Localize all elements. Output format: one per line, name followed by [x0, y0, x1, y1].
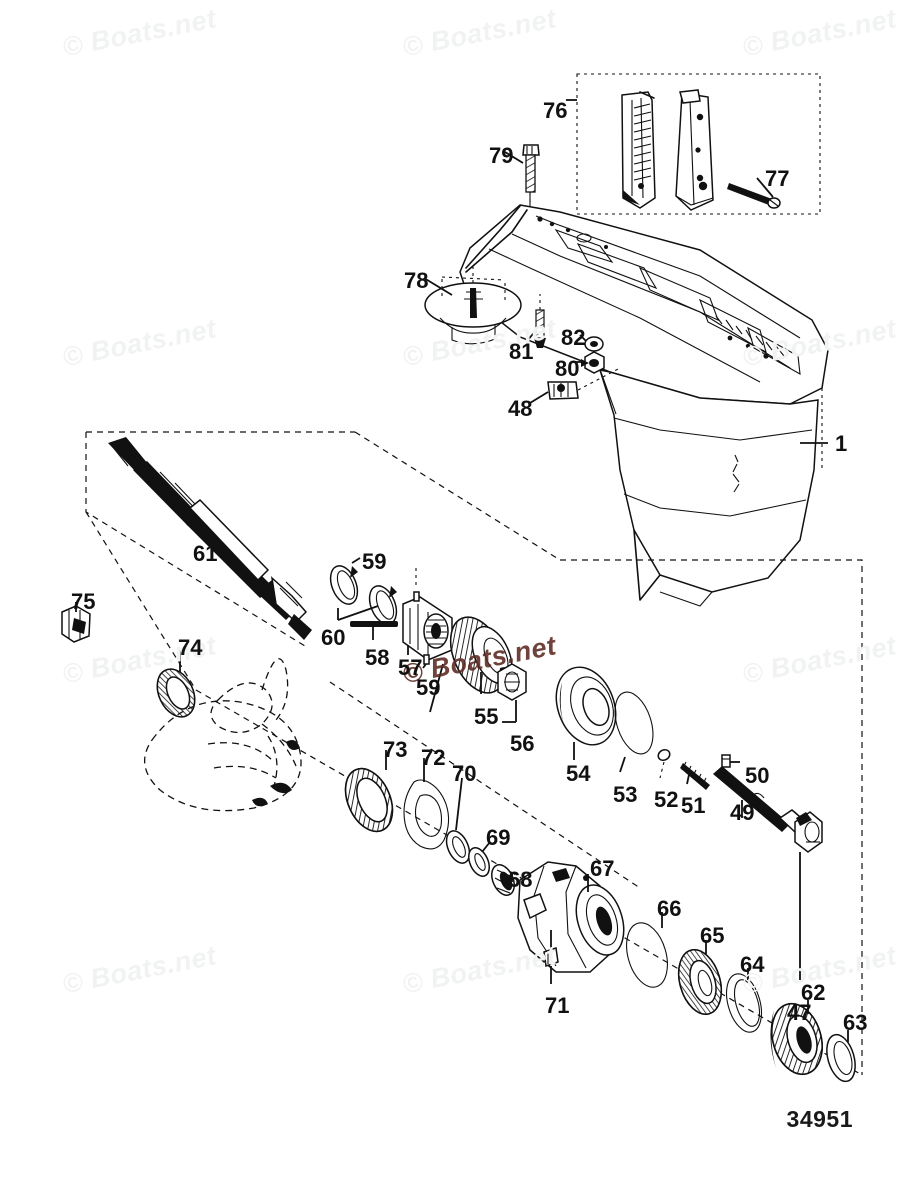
callout-50-shift-shaft-bushing[interactable]: 50 — [745, 763, 770, 788]
part-59-lower-pin — [413, 591, 430, 665]
callout-73-retaining-nut-ring[interactable]: 73 — [383, 737, 408, 762]
callout-65-ball-bearing[interactable]: 65 — [700, 923, 725, 948]
callout-56-retaining-nut[interactable]: 56 — [510, 731, 535, 756]
group-box-prop-shaft — [85, 511, 863, 1076]
callout-49-shift-shaft[interactable]: 49 — [730, 800, 755, 825]
part-62-reverse-gear — [770, 1002, 823, 1076]
part-55-pinion-gear — [449, 616, 513, 694]
part-50-bushing — [721, 754, 731, 768]
callout-63-thrust-washer-rear[interactable]: 63 — [843, 1010, 868, 1035]
leader-82 — [579, 334, 587, 342]
callout-77-bolt-long[interactable]: 77 — [765, 166, 790, 191]
callout-76-trim-tab-kit[interactable]: 76 — [543, 98, 568, 123]
callout-69-oil-seal[interactable]: 69 — [486, 825, 511, 850]
part-63-thrust-washer — [826, 1033, 856, 1083]
part-64-shim — [725, 973, 763, 1033]
callout-60-shim-set[interactable]: 60 — [321, 625, 346, 650]
part-1-gear-housing — [459, 204, 829, 607]
leader-69 — [481, 841, 491, 853]
part-68-needle-bearing — [491, 864, 515, 896]
callout-62-reverse-gear[interactable]: 62 — [801, 980, 826, 1005]
callout-59-thrust-washer-lower[interactable]: 59 — [416, 675, 441, 700]
leader-59u — [351, 557, 361, 564]
callout-79-bolt-upper[interactable]: 79 — [489, 143, 514, 168]
leader-51 — [686, 769, 691, 785]
leader-78 — [423, 277, 453, 296]
callout-52-ball[interactable]: 52 — [654, 787, 679, 812]
group-box-trim-tab-kit — [576, 73, 821, 215]
callout-1-gear-housing[interactable]: 1 — [835, 431, 848, 456]
part-61-drive-shaft — [108, 437, 312, 640]
part-67-bearing-carrier — [517, 861, 625, 973]
callout-74-thrust-hub[interactable]: 74 — [178, 635, 203, 660]
callout-51-spring[interactable]: 51 — [681, 793, 706, 818]
assembly-line-48 — [577, 367, 621, 391]
part-58-pin — [350, 621, 398, 627]
callout-66-o-ring-carrier[interactable]: 66 — [657, 896, 682, 921]
leader-48 — [529, 391, 549, 404]
reference-propeller — [144, 658, 302, 812]
part-47-anode — [794, 811, 823, 853]
part-66-o-ring — [626, 922, 668, 988]
part-59-upper-washer — [329, 565, 359, 605]
leader-70 — [455, 777, 463, 831]
callout-80-nut[interactable]: 80 — [555, 356, 580, 381]
leader-79 — [504, 151, 524, 164]
part-69-seal — [468, 847, 490, 877]
part-82-washer — [584, 336, 604, 352]
callout-54-bearing-assembly[interactable]: 54 — [566, 761, 591, 786]
part-52-ball — [657, 748, 671, 779]
part-70-seal — [445, 830, 471, 864]
callout-57-bearing-carrier-front[interactable]: 57 — [398, 655, 423, 680]
callout-53-o-ring-large[interactable]: 53 — [613, 782, 638, 807]
part-74-thrust-hub — [156, 668, 196, 718]
diagram-id-number: 34951 — [786, 1106, 853, 1132]
part-72-tab-washer — [403, 779, 450, 850]
part-48-screw — [547, 381, 579, 400]
part-73-retaining-ring — [344, 767, 394, 833]
callout-55-pinion-gear[interactable]: 55 — [474, 704, 499, 729]
callout-67-bearing-carrier[interactable]: 67 — [590, 856, 615, 881]
part-80-nut — [584, 351, 605, 374]
callout-75-propeller-nut[interactable]: 75 — [71, 589, 96, 614]
leader-56a — [429, 663, 444, 713]
leader-77 — [756, 177, 774, 198]
part-53-o-ring — [614, 691, 654, 755]
leader-59l — [422, 663, 427, 669]
callout-59-thrust-washer-upper[interactable]: 59 — [362, 549, 387, 574]
callout-48-screw-lower[interactable]: 48 — [508, 396, 533, 421]
callout-78-water-pump-impeller-plate[interactable]: 78 — [404, 268, 429, 293]
callout-72-tab-washer[interactable]: 72 — [421, 745, 446, 770]
leader-53 — [619, 756, 626, 773]
part-51-spring — [680, 761, 710, 790]
part-54-bearing — [555, 666, 617, 746]
part-75-prop-nut — [61, 605, 91, 643]
part-56-nut — [497, 663, 527, 701]
leader-81 — [527, 329, 537, 341]
callout-82-washer[interactable]: 82 — [561, 325, 586, 350]
callout-68-needle-bearing[interactable]: 68 — [508, 867, 533, 892]
callout-81-stud[interactable]: 81 — [509, 339, 534, 364]
part-77-bolt — [727, 183, 781, 209]
part-71-key — [543, 947, 559, 967]
callout-64-shim-rear[interactable]: 64 — [740, 952, 765, 977]
part-57-carrier — [402, 596, 453, 661]
callout-61-drive-shaft[interactable]: 61 — [193, 541, 218, 566]
callout-47-anode-trim-tab[interactable]: 47 — [787, 1000, 812, 1025]
callout-71-key[interactable]: 71 — [545, 993, 570, 1018]
part-65-ball-bearing — [677, 949, 723, 1015]
callout-58-pin[interactable]: 58 — [365, 645, 390, 670]
leader-60 — [337, 605, 379, 621]
callout-70-oil-seal-outer[interactable]: 70 — [452, 761, 477, 786]
part-76-trim-tab-plates — [621, 89, 714, 211]
